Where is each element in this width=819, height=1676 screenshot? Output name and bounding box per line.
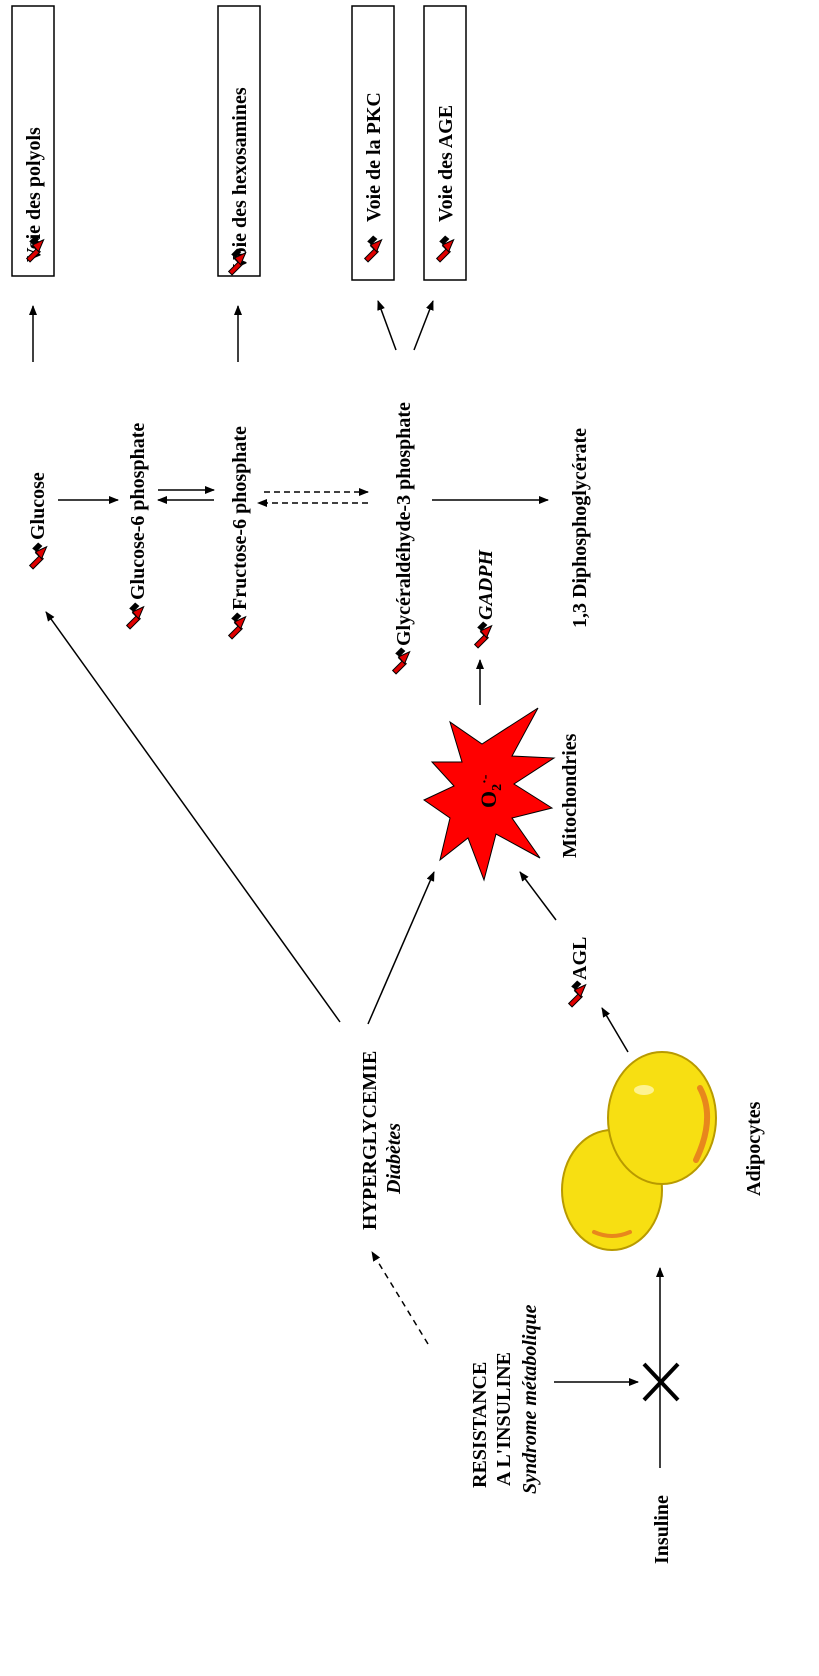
metabolite-dpg: 1,3 Diphosphoglycérate [569, 428, 591, 628]
insuline-label: Insuline [651, 1495, 673, 1564]
hyperglycemie-title: HYPERGLYCEMIE [359, 1051, 381, 1230]
metabolite-gadph: GADPH [474, 549, 497, 649]
up-arrow-icon [474, 621, 493, 649]
superoxide-label: O2·- [476, 774, 505, 808]
resistance-line1: RESISTANCE [469, 1362, 491, 1488]
up-arrow-icon [228, 612, 247, 640]
svg-text:GADPH: GADPH [475, 549, 497, 620]
metabolite-f6p: Fructose-6 phosphate [228, 426, 251, 640]
glycolysis-arrows [58, 486, 549, 705]
svg-text:Glucose: Glucose [27, 472, 49, 540]
svg-text:Glucose-6 phosphate: Glucose-6 phosphate [127, 423, 149, 600]
box-age: Voie des AGE [423, 5, 467, 281]
up-arrow-icon [126, 602, 145, 630]
block-x-icon [642, 1362, 680, 1402]
pathway-arrows [29, 300, 434, 362]
box-hexosamines: Voie des hexosamines [217, 5, 261, 277]
hyperglycemie-subtitle: Diabètes [383, 1123, 405, 1195]
pathway-pkc-label: Voie de la PKC [363, 92, 385, 222]
box-pkc: Voie de la PKC [351, 5, 395, 281]
adipocytes-illustration [561, 1051, 717, 1251]
up-arrow-icon [568, 980, 587, 1008]
superoxide-star: O2·- [422, 707, 556, 882]
box-polyols: Voie des polyols [11, 5, 55, 277]
metabolite-g6p: Glucose-6 phosphate [126, 423, 149, 630]
agl-label: AGL [569, 937, 591, 980]
up-arrow-icon [392, 647, 411, 675]
resistance-line3: Syndrome métabolique [519, 1304, 541, 1494]
up-arrow-icon [29, 542, 48, 570]
metabolite-g3p: Glycéraldéhyde-3 phosphate [392, 402, 415, 675]
metabolite-glucose: Glucose [27, 472, 49, 570]
svg-text:Fructose-6 phosphate: Fructose-6 phosphate [229, 426, 251, 610]
mitochondria-label: Mitochondries [559, 733, 581, 858]
adipocytes-label: Adipocytes [743, 1101, 765, 1196]
resistance-line2: A L'INSULINE [493, 1352, 515, 1486]
pathway-age-label: Voie des AGE [435, 105, 457, 222]
svg-text:Glycéraldéhyde-3 phosphate: Glycéraldéhyde-3 phosphate [393, 402, 415, 646]
cascade-arrows [45, 611, 639, 1386]
pathway-hexosamines-label: Voie des hexosamines [229, 87, 251, 270]
pathway-polyols-label: Voie des polyols [23, 127, 45, 262]
